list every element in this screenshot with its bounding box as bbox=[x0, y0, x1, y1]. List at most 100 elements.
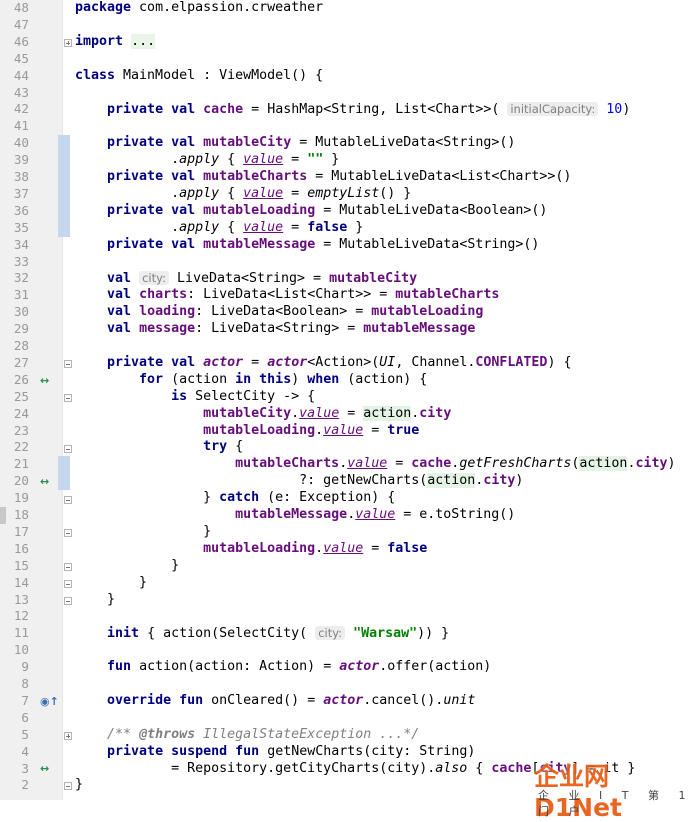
code-text[interactable]: } bbox=[75, 591, 116, 607]
code-text[interactable]: fun action(action: Action) = actor.offer… bbox=[107, 659, 492, 675]
code-line[interactable]: 32 val city: LiveData<String> = mutableC… bbox=[0, 270, 696, 287]
fold-collapse-icon[interactable] bbox=[64, 360, 72, 368]
code-text[interactable]: } bbox=[75, 777, 84, 793]
code-text[interactable]: /** @throws IllegalStateException ...*/ bbox=[107, 726, 420, 742]
code-text[interactable]: mutableCharts.value = cache.getFreshChar… bbox=[235, 456, 676, 472]
code-line[interactable]: 10 bbox=[0, 642, 696, 659]
code-text[interactable]: private val mutableMessage = MutableLive… bbox=[107, 236, 540, 252]
vcs-change-marker[interactable] bbox=[58, 135, 70, 237]
fold-expand-icon[interactable] bbox=[64, 732, 72, 740]
code-line[interactable]: 24 mutableCity.value = action.city bbox=[0, 405, 696, 423]
fold-expand-icon[interactable] bbox=[64, 39, 72, 47]
suspend-call-icon[interactable]: ↔ bbox=[40, 475, 50, 489]
code-line[interactable]: 36 private val mutableLoading = MutableL… bbox=[0, 203, 696, 220]
override-method-icon[interactable]: ◉↑ bbox=[40, 694, 59, 708]
code-line[interactable]: 12 bbox=[0, 608, 696, 625]
code-text[interactable]: private suspend fun getNewCharts(city: S… bbox=[107, 743, 476, 759]
code-line[interactable]: 41 bbox=[0, 118, 696, 135]
suspend-call-icon[interactable]: ↔ bbox=[40, 762, 50, 776]
code-text[interactable]: val message: LiveData<String> = mutableM… bbox=[107, 321, 476, 337]
code-line[interactable]: 18 mutableMessage.value = e.toString() bbox=[0, 507, 696, 524]
code-text[interactable]: class MainModel : ViewModel() { bbox=[75, 67, 324, 83]
code-line[interactable]: 16 mutableLoading.value = false bbox=[0, 541, 696, 558]
code-line[interactable]: 13 } bbox=[0, 592, 696, 609]
code-text[interactable]: } catch (e: Exception) { bbox=[75, 490, 396, 506]
code-text[interactable]: val charts: LiveData<List<Chart>> = muta… bbox=[107, 287, 500, 303]
fold-collapse-icon[interactable] bbox=[64, 529, 72, 537]
code-line[interactable]: 22 try { bbox=[0, 439, 696, 456]
code-text[interactable]: } bbox=[75, 574, 148, 590]
code-line[interactable]: 8 bbox=[0, 676, 696, 693]
code-text[interactable]: ?: getNewCharts(action.city) bbox=[75, 473, 524, 489]
code-line[interactable]: 14 } bbox=[0, 575, 696, 592]
code-line[interactable]: 4 private suspend fun getNewCharts(city:… bbox=[0, 744, 696, 761]
code-text[interactable]: } bbox=[75, 557, 180, 573]
code-text[interactable]: .apply { value = "" } bbox=[75, 152, 340, 168]
code-line[interactable]: 40 private val mutableCity = MutableLive… bbox=[0, 135, 696, 152]
code-text[interactable]: mutableCity.value = action.city bbox=[203, 405, 452, 421]
code-text[interactable]: = Repository.getCityCharts(city).also { … bbox=[75, 760, 636, 776]
code-line[interactable]: 29 val message: LiveData<String> = mutab… bbox=[0, 321, 696, 338]
code-line[interactable]: 17 } bbox=[0, 524, 696, 541]
code-line[interactable]: 33 bbox=[0, 254, 696, 271]
code-line[interactable]: 30 val loading: LiveData<Boolean> = muta… bbox=[0, 304, 696, 321]
code-text[interactable]: override fun onCleared() = actor.cancel(… bbox=[107, 692, 476, 708]
code-line[interactable]: 37 .apply { value = emptyList() } bbox=[0, 186, 696, 203]
code-line[interactable]: 20 ?: getNewCharts(action.city) bbox=[0, 473, 696, 490]
code-line[interactable]: 25 is SelectCity -> { bbox=[0, 389, 696, 406]
code-text[interactable]: val loading: LiveData<Boolean> = mutable… bbox=[107, 304, 484, 320]
code-text[interactable]: .apply { value = false } bbox=[75, 219, 364, 235]
code-text[interactable]: mutableMessage.value = e.toString() bbox=[235, 507, 516, 522]
code-line[interactable]: 5 /** @throws IllegalStateException ...*… bbox=[0, 727, 696, 744]
code-line[interactable]: 23 mutableLoading.value = true bbox=[0, 423, 696, 440]
fold-collapse-icon[interactable] bbox=[64, 563, 72, 571]
code-line[interactable]: 7 override fun onCleared() = actor.cance… bbox=[0, 693, 696, 710]
code-line[interactable]: 47 bbox=[0, 17, 696, 34]
code-line[interactable]: 27 private val actor = actor<Action>(UI,… bbox=[0, 355, 696, 372]
code-line[interactable]: 38 private val mutableCharts = MutableLi… bbox=[0, 169, 696, 186]
code-line[interactable]: 26 for (action in this) when (action) { bbox=[0, 372, 696, 389]
code-text[interactable]: try { bbox=[203, 439, 244, 455]
vcs-change-marker[interactable] bbox=[58, 456, 70, 491]
code-text[interactable]: private val actor = actor<Action>(UI, Ch… bbox=[107, 354, 572, 370]
code-line[interactable]: 15 } bbox=[0, 558, 696, 575]
code-text[interactable]: init { action(SelectCity( city: "Warsaw"… bbox=[107, 626, 450, 642]
code-text[interactable]: private val mutableCity = MutableLiveDat… bbox=[107, 135, 516, 151]
code-text[interactable]: mutableLoading.value = false bbox=[203, 540, 428, 556]
code-line[interactable]: 21 mutableCharts.value = cache.getFreshC… bbox=[0, 456, 696, 473]
line-number-gutter[interactable] bbox=[0, 0, 62, 800]
code-line[interactable]: 11 init { action(SelectCity( city: "Wars… bbox=[0, 625, 696, 642]
code-text[interactable]: is SelectCity -> { bbox=[171, 388, 316, 404]
code-text[interactable]: for (action in this) when (action) { bbox=[139, 371, 428, 387]
code-line[interactable]: 31 val charts: LiveData<List<Chart>> = m… bbox=[0, 287, 696, 304]
code-line[interactable]: 9 fun action(action: Action) = actor.off… bbox=[0, 659, 696, 676]
code-text[interactable]: } bbox=[75, 523, 212, 539]
code-text[interactable]: package com.elpassion.crweather bbox=[75, 0, 324, 15]
code-line[interactable]: 43 bbox=[0, 85, 696, 102]
fold-collapse-icon[interactable] bbox=[64, 445, 72, 453]
code-text[interactable]: private val cache = HashMap<String, List… bbox=[107, 102, 631, 118]
code-line[interactable]: 2} bbox=[0, 777, 696, 794]
code-line[interactable]: 39 .apply { value = "" } bbox=[0, 152, 696, 169]
code-line[interactable]: 34 private val mutableMessage = MutableL… bbox=[0, 237, 696, 254]
code-line[interactable]: 28 bbox=[0, 338, 696, 355]
code-text[interactable]: mutableLoading.value = true bbox=[203, 422, 420, 438]
code-line[interactable]: 42 private val cache = HashMap<String, L… bbox=[0, 101, 696, 118]
code-text[interactable]: import ... bbox=[75, 33, 156, 49]
code-text[interactable]: private val mutableCharts = MutableLiveD… bbox=[107, 169, 572, 184]
code-text[interactable]: .apply { value = emptyList() } bbox=[75, 185, 412, 201]
code-text[interactable]: private val mutableLoading = MutableLive… bbox=[107, 202, 548, 218]
fold-collapse-icon[interactable] bbox=[64, 597, 72, 605]
code-line[interactable]: 35 .apply { value = false } bbox=[0, 220, 696, 237]
suspend-call-icon[interactable]: ↔ bbox=[40, 373, 50, 387]
fold-collapse-icon[interactable] bbox=[64, 580, 72, 588]
fold-collapse-icon[interactable] bbox=[64, 782, 72, 790]
fold-collapse-icon[interactable] bbox=[64, 394, 72, 402]
code-line[interactable]: 3 = Repository.getCityCharts(city).also … bbox=[0, 761, 696, 778]
code-line[interactable]: 6 bbox=[0, 710, 696, 727]
fold-collapse-icon[interactable] bbox=[64, 496, 72, 504]
